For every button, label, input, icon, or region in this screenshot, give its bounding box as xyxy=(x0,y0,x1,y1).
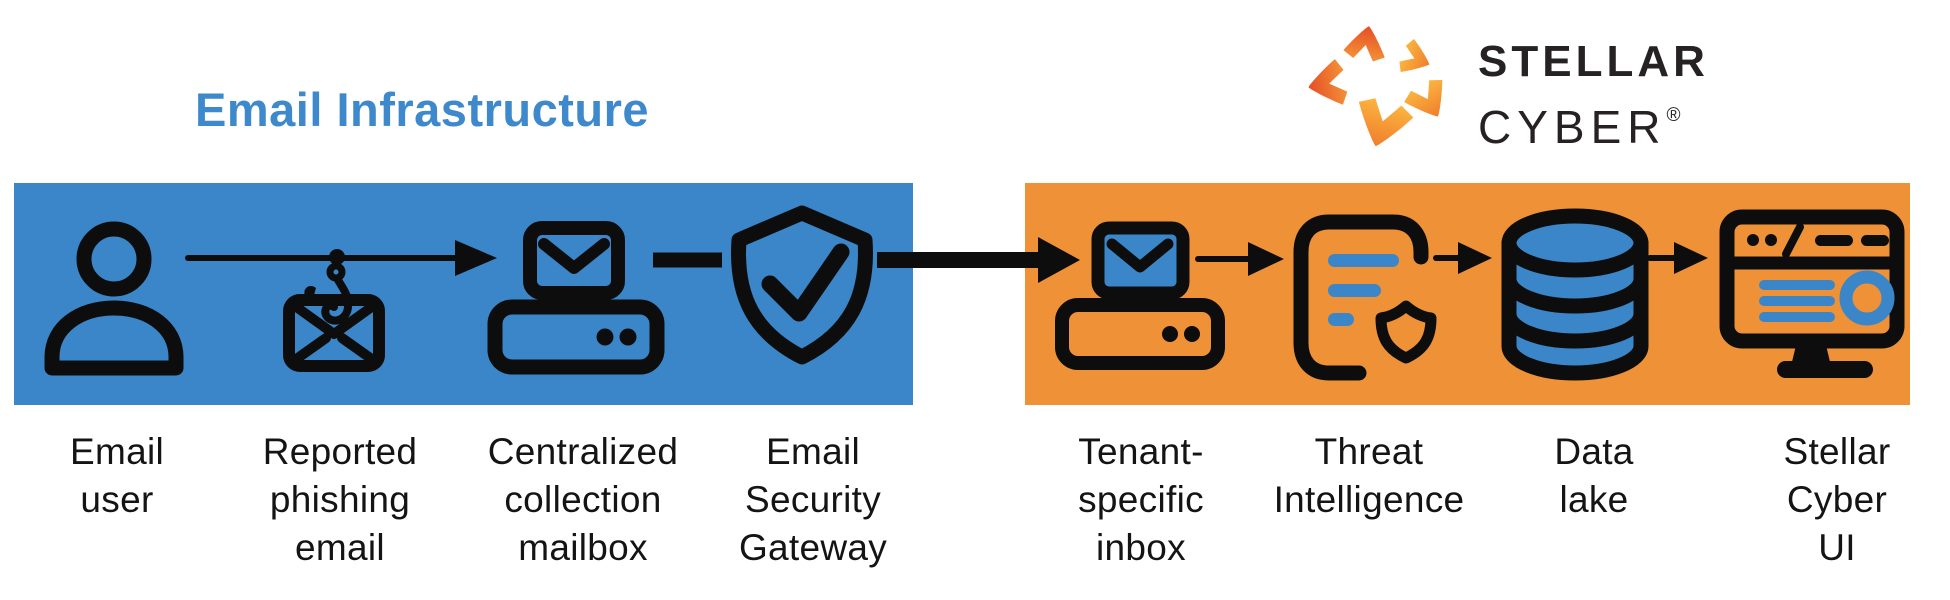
node-label-email-user: Email user xyxy=(69,431,165,520)
stellar-cyber-logo: STELLAR CYBER® xyxy=(1303,22,1723,167)
envelope-server-icon xyxy=(487,221,665,375)
flow-arrow-intel-to-datalake xyxy=(1433,242,1492,274)
tenant-envelope-server-icon xyxy=(1055,221,1225,370)
document-shield-icon xyxy=(1293,214,1437,381)
node-label-email-security-gateway: Email Security Gateway xyxy=(738,431,888,568)
node-label-centralized-collection-mailbox: Centralized collection mailbox xyxy=(487,431,679,568)
thick-flow-arrow-gateway-to-inbox xyxy=(877,237,1080,283)
logo-text-cyber: CYBER® xyxy=(1478,101,1681,153)
database-icon xyxy=(1501,208,1649,381)
phishing-envelope-hook-icon xyxy=(283,249,385,372)
flow-arrow-datalake-to-ui xyxy=(1647,242,1708,274)
page-title: Email Infrastructure xyxy=(195,83,650,136)
registered-mark: ® xyxy=(1666,105,1681,126)
logo-text-stellar: STELLAR xyxy=(1478,37,1709,86)
node-label-data-lake: Data lake xyxy=(1554,431,1634,520)
monitor-dashboard-icon xyxy=(1719,209,1905,378)
fish-hook-icon xyxy=(304,249,353,325)
flow-arrow-inbox-to-intel xyxy=(1195,242,1284,276)
flow-arrow-user-to-mailbox xyxy=(185,240,497,276)
node-label-stellar-cyber-ui: Stellar Cyber UI xyxy=(1783,431,1891,568)
stellar-cyber-wordmark: STELLAR CYBER® xyxy=(1478,36,1709,155)
shield-check-icon xyxy=(731,205,873,365)
node-label-tenant-specific-inbox: Tenant- specific inbox xyxy=(1078,431,1204,568)
person-icon xyxy=(44,221,184,376)
node-label-threat-intelligence: Threat Intelligence xyxy=(1273,431,1465,520)
node-label-reported-phishing-email: Reported phishing email xyxy=(262,431,418,568)
